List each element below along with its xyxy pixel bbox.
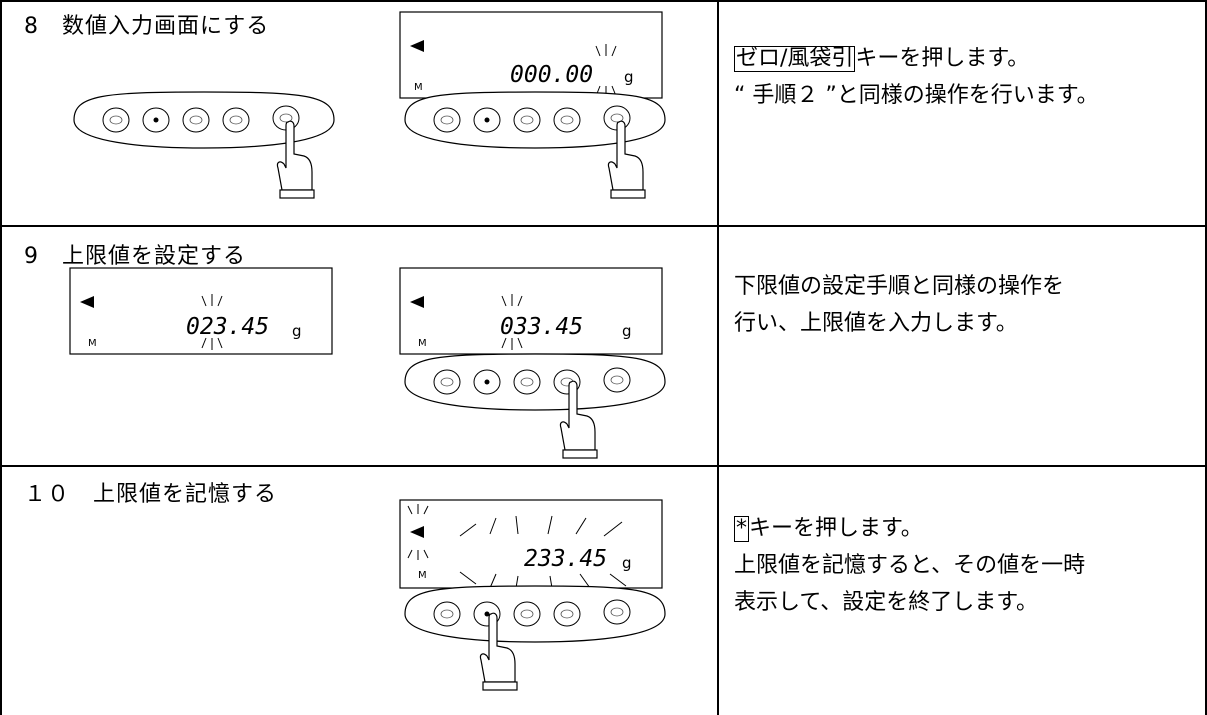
balance-key-panel — [404, 91, 666, 149]
balance-display: M 000.00 g — [399, 11, 663, 99]
balance-key-panel — [73, 91, 335, 149]
table-border-top — [0, 0, 1207, 2]
memory-indicator: M — [418, 338, 427, 349]
balance-display: M 033.45 g — [399, 267, 663, 355]
asterisk-key-label: * — [734, 516, 749, 542]
step-8-description: ゼロ/風袋引キーを押します。 “ 手順２ ”と同様の操作を行います。 — [734, 46, 1099, 108]
balance-display: M 233.45 g — [399, 499, 663, 589]
display-value: 033.45 — [500, 314, 583, 340]
balance-display: M 023.45 g — [69, 267, 333, 355]
display-value: 023.45 — [186, 314, 269, 340]
step-9-description: 下限値の設定手順と同様の操作を 行い、上限値を入力します。 — [734, 274, 1065, 336]
step-9-title: 9 上限値を設定する — [24, 244, 246, 269]
memory-indicator: M — [88, 338, 97, 349]
blink-rays — [407, 504, 627, 589]
display-unit: g — [292, 322, 302, 340]
display-unit: g — [622, 322, 632, 340]
zero-tare-key-label: ゼロ/風袋引 — [734, 46, 856, 72]
step-8-title: 8 数値入力画面にする — [24, 14, 270, 39]
balance-key-panel — [404, 585, 666, 643]
table-border-left — [0, 0, 2, 715]
memory-indicator: M — [414, 82, 423, 93]
display-unit: g — [624, 68, 634, 86]
step-10-description: *キーを押します。 上限値を記憶すると、その値を一時 表示して、設定を終了します… — [734, 516, 1086, 615]
memory-indicator: M — [418, 570, 427, 581]
table-border-right — [1205, 0, 1207, 715]
pointing-hand-icon — [607, 120, 646, 199]
display-unit: g — [622, 554, 632, 572]
step-10-title: １０ 上限値を記憶する — [24, 482, 278, 507]
display-value: 000.00 — [510, 62, 593, 88]
blink-rays — [501, 294, 523, 350]
balance-key-panel — [404, 353, 666, 411]
pointing-hand-icon — [479, 612, 518, 691]
pointing-hand-icon — [276, 120, 315, 199]
row-divider-2 — [0, 465, 1207, 467]
row-divider-1 — [0, 225, 1207, 227]
display-value: 233.45 — [524, 546, 607, 572]
blink-rays — [201, 294, 223, 350]
pointing-hand-icon — [559, 380, 598, 459]
column-divider — [717, 0, 719, 715]
